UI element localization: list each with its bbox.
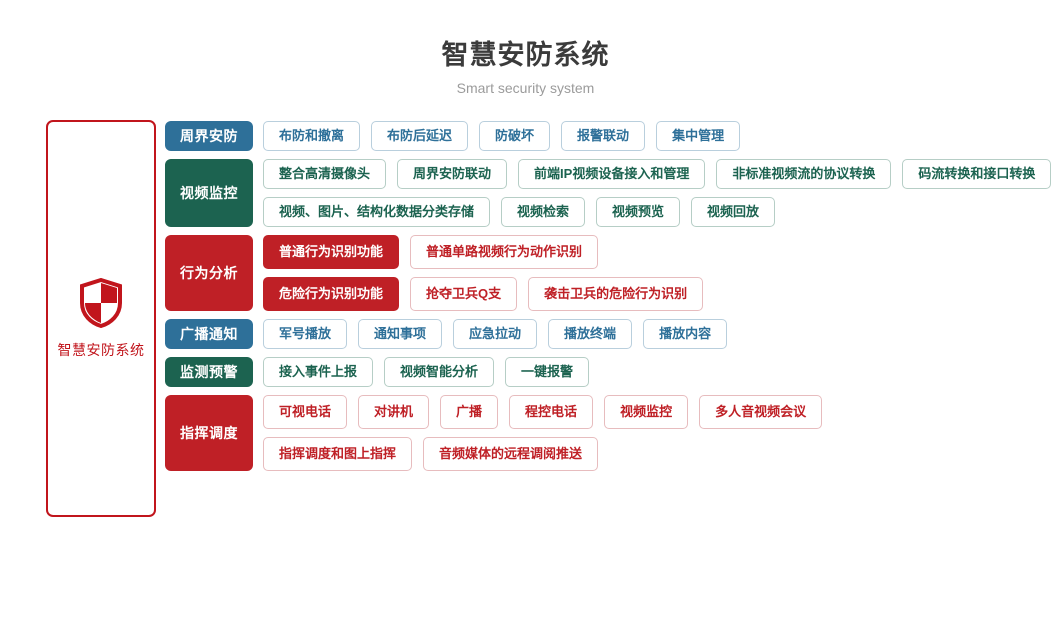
feature-pill[interactable]: 整合高清摄像头	[263, 159, 387, 189]
feature-pill[interactable]: 集中管理	[656, 121, 741, 151]
category-rows: 普通行为识别功能普通单路视频行为动作识别危险行为识别功能抢夺卫兵Q支袭击卫兵的危…	[263, 235, 1051, 311]
feature-pill[interactable]: 非标准视频流的协议转换	[716, 159, 892, 189]
feature-row: 指挥调度和图上指挥音频媒体的远程调阅推送	[263, 437, 1051, 471]
feature-pill[interactable]: 播放终端	[548, 319, 633, 349]
category-group: 广播通知军号播放通知事项应急拉动播放终端播放内容	[165, 319, 1051, 349]
feature-pill[interactable]: 布防后延迟	[371, 121, 469, 151]
category-group: 视频监控整合高清摄像头周界安防联动前端IP视频设备接入和管理非标准视频流的协议转…	[165, 159, 1051, 227]
category-chip[interactable]: 视频监控	[165, 159, 253, 227]
category-chip[interactable]: 监测预警	[165, 357, 253, 387]
feature-row: 布防和撤离布防后延迟防破坏报警联动集中管理	[263, 121, 1051, 151]
feature-pill[interactable]: 普通单路视频行为动作识别	[410, 235, 599, 269]
diagram-content: 智慧安防系统 周界安防布防和撤离布防后延迟防破坏报警联动集中管理视频监控整合高清…	[0, 120, 1051, 517]
feature-pill[interactable]: 布防和撤离	[263, 121, 361, 151]
feature-pill[interactable]: 指挥调度和图上指挥	[263, 437, 413, 471]
feature-pill[interactable]: 视频监控	[604, 395, 689, 429]
feature-pill[interactable]: 一键报警	[505, 357, 590, 387]
category-rows: 军号播放通知事项应急拉动播放终端播放内容	[263, 319, 1051, 349]
page-subtitle: Smart security system	[456, 80, 595, 96]
feature-pill[interactable]: 可视电话	[263, 395, 348, 429]
page-header: 智慧安防系统 Smart security system	[0, 0, 1051, 97]
category-group: 周界安防布防和撤离布防后延迟防破坏报警联动集中管理	[165, 121, 1051, 151]
page-title: 智慧安防系统	[441, 40, 610, 70]
feature-row: 普通行为识别功能普通单路视频行为动作识别	[263, 235, 1051, 269]
feature-pill[interactable]: 多人音视频会议	[699, 395, 823, 429]
category-rows: 布防和撤离布防后延迟防破坏报警联动集中管理	[263, 121, 1051, 151]
feature-pill[interactable]: 广播	[440, 395, 499, 429]
feature-row: 整合高清摄像头周界安防联动前端IP视频设备接入和管理非标准视频流的协议转换码流转…	[263, 159, 1051, 189]
feature-pill[interactable]: 视频回放	[691, 197, 776, 227]
feature-row: 危险行为识别功能抢夺卫兵Q支袭击卫兵的危险行为识别	[263, 277, 1051, 311]
feature-pill[interactable]: 音频媒体的远程调阅推送	[423, 437, 599, 471]
feature-pill[interactable]: 播放内容	[643, 319, 728, 349]
feature-pill[interactable]: 视频预览	[596, 197, 681, 227]
shield-icon	[79, 277, 123, 328]
category-rows: 可视电话对讲机广播程控电话视频监控多人音视频会议指挥调度和图上指挥音频媒体的远程…	[263, 395, 1051, 471]
feature-pill[interactable]: 通知事项	[358, 319, 443, 349]
feature-pill[interactable]: 袭击卫兵的危险行为识别	[528, 277, 704, 311]
category-group: 监测预警接入事件上报视频智能分析一键报警	[165, 357, 1051, 387]
category-chip[interactable]: 周界安防	[165, 121, 253, 151]
brand-panel: 智慧安防系统	[46, 120, 156, 517]
feature-row: 接入事件上报视频智能分析一键报警	[263, 357, 1051, 387]
feature-pill[interactable]: 军号播放	[263, 319, 348, 349]
feature-pill[interactable]: 视频检索	[501, 197, 586, 227]
feature-pill[interactable]: 码流转换和接口转换	[902, 159, 1051, 189]
category-group: 指挥调度可视电话对讲机广播程控电话视频监控多人音视频会议指挥调度和图上指挥音频媒…	[165, 395, 1051, 471]
feature-pill[interactable]: 视频、图片、结构化数据分类存储	[263, 197, 491, 227]
feature-pill[interactable]: 危险行为识别功能	[263, 277, 400, 311]
category-chip[interactable]: 指挥调度	[165, 395, 253, 471]
feature-pill[interactable]: 周界安防联动	[397, 159, 508, 189]
feature-pill[interactable]: 防破坏	[479, 121, 551, 151]
feature-pill[interactable]: 视频智能分析	[384, 357, 495, 387]
feature-pill[interactable]: 抢夺卫兵Q支	[410, 277, 518, 311]
feature-pill[interactable]: 对讲机	[358, 395, 430, 429]
feature-pill[interactable]: 报警联动	[561, 121, 646, 151]
feature-row: 军号播放通知事项应急拉动播放终端播放内容	[263, 319, 1051, 349]
feature-row: 可视电话对讲机广播程控电话视频监控多人音视频会议	[263, 395, 1051, 429]
category-list: 周界安防布防和撤离布防后延迟防破坏报警联动集中管理视频监控整合高清摄像头周界安防…	[165, 120, 1051, 479]
category-group: 行为分析普通行为识别功能普通单路视频行为动作识别危险行为识别功能抢夺卫兵Q支袭击…	[165, 235, 1051, 311]
category-chip[interactable]: 广播通知	[165, 319, 253, 349]
feature-pill[interactable]: 接入事件上报	[263, 357, 374, 387]
feature-pill[interactable]: 前端IP视频设备接入和管理	[518, 159, 706, 189]
feature-pill[interactable]: 程控电话	[509, 395, 594, 429]
category-rows: 接入事件上报视频智能分析一键报警	[263, 357, 1051, 387]
feature-pill[interactable]: 普通行为识别功能	[263, 235, 400, 269]
feature-row: 视频、图片、结构化数据分类存储视频检索视频预览视频回放	[263, 197, 1051, 227]
category-rows: 整合高清摄像头周界安防联动前端IP视频设备接入和管理非标准视频流的协议转换码流转…	[263, 159, 1051, 227]
feature-pill[interactable]: 应急拉动	[453, 319, 538, 349]
brand-label: 智慧安防系统	[57, 341, 145, 358]
category-chip[interactable]: 行为分析	[165, 235, 253, 311]
